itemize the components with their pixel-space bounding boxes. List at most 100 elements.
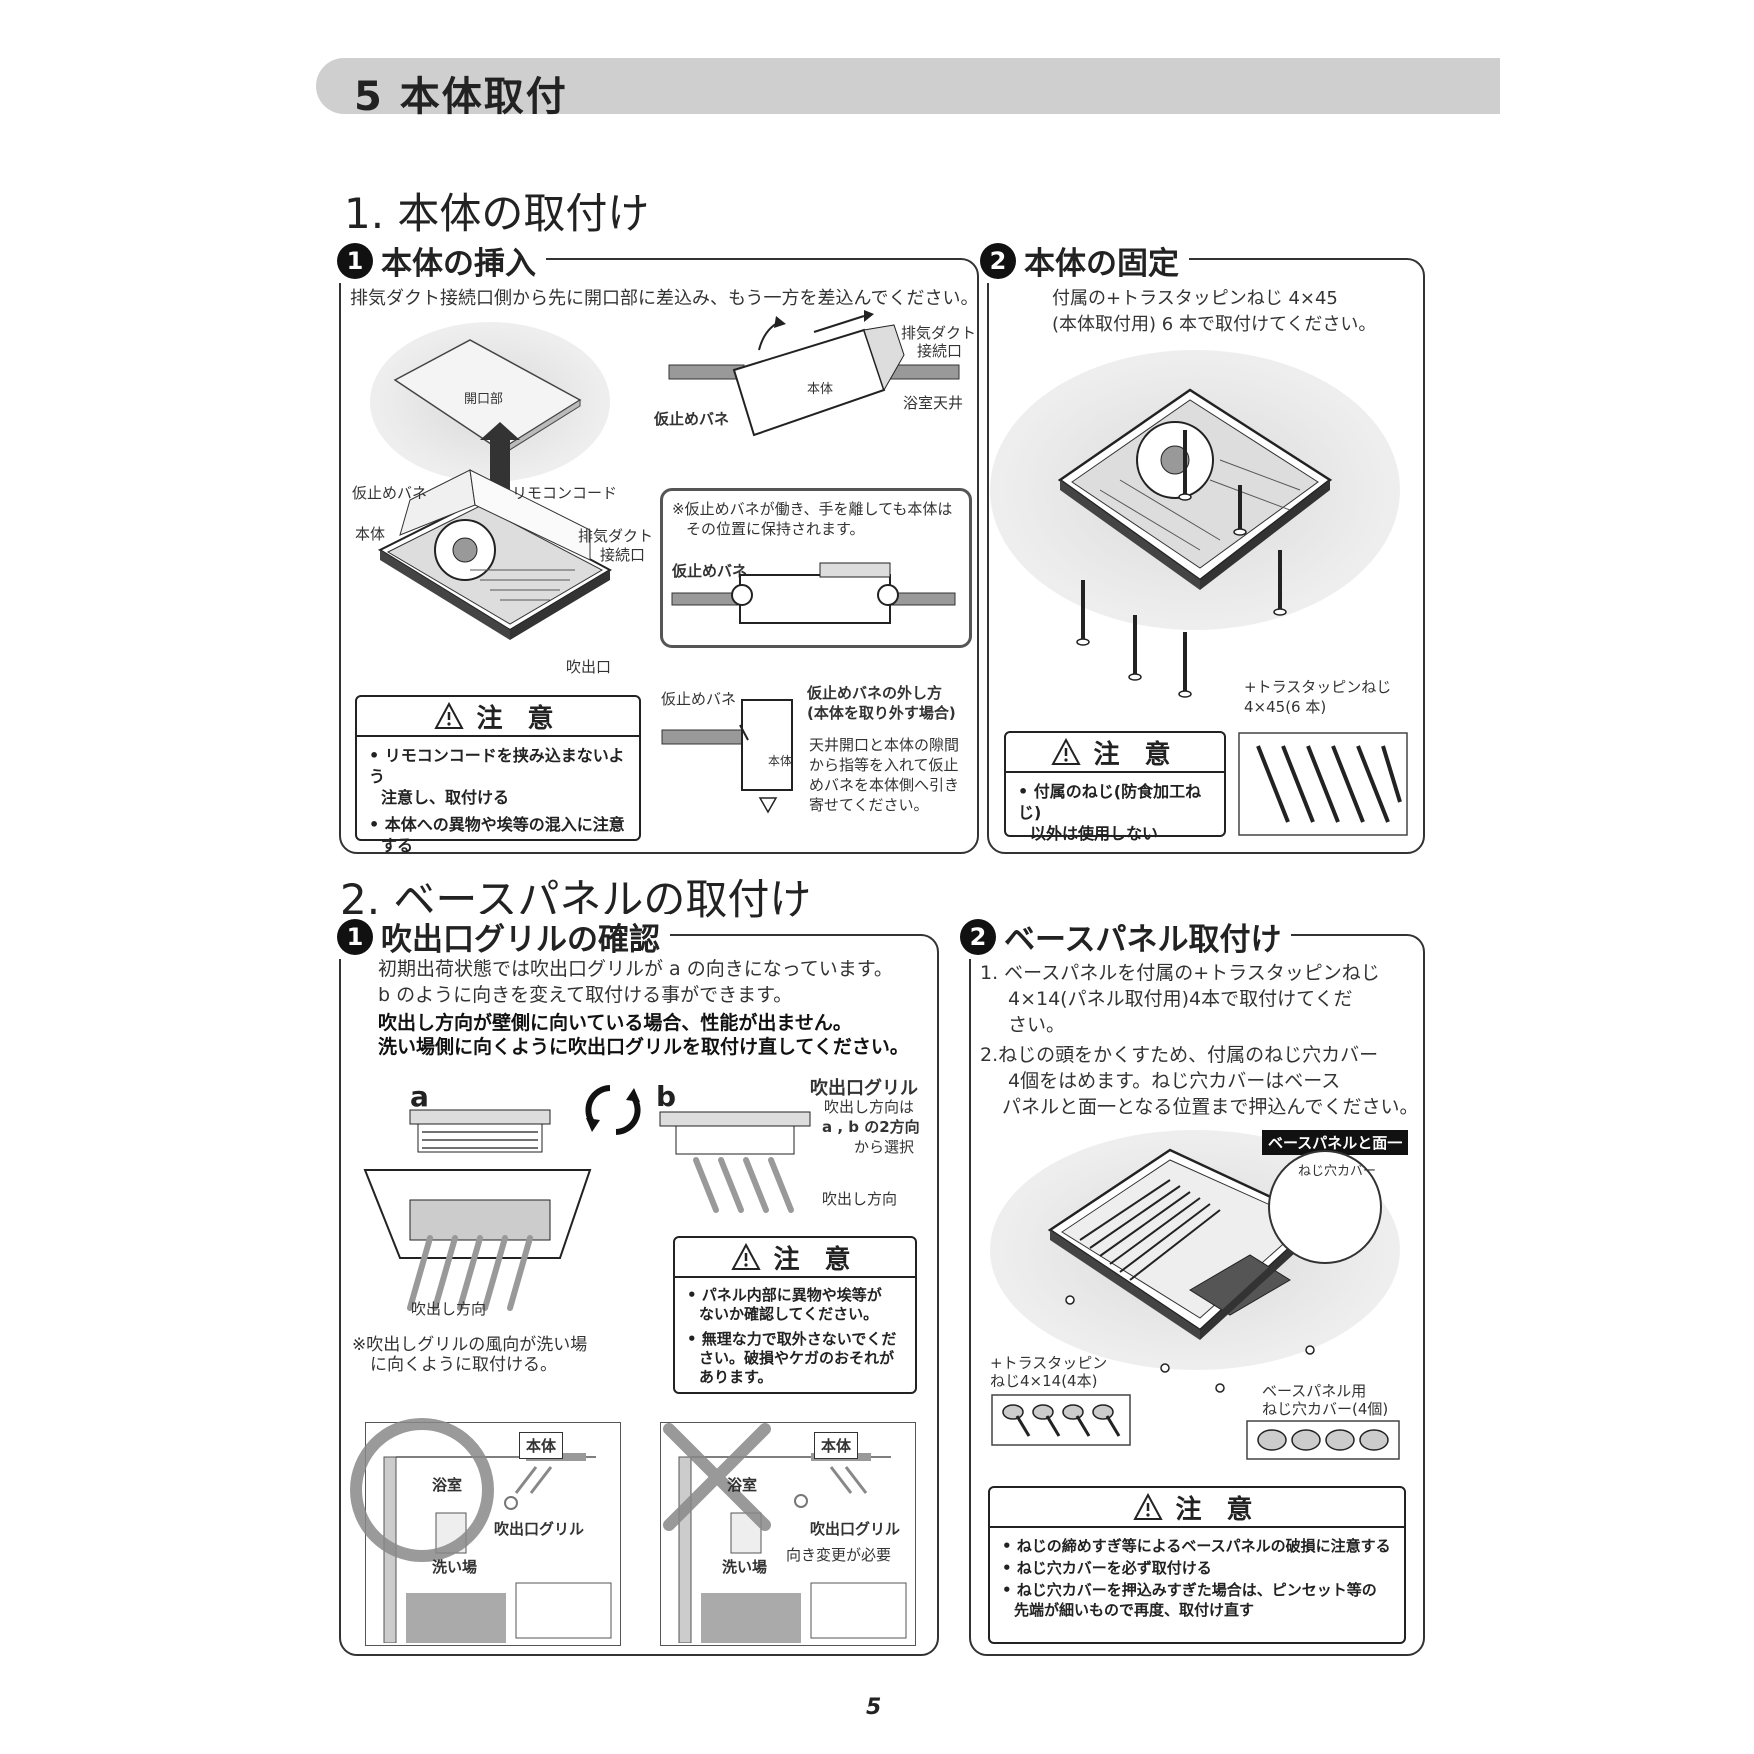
warning-icon (1051, 738, 1082, 765)
warning-icon (731, 1243, 762, 1270)
removal-text-4: 寄せてください。 (809, 796, 929, 814)
flush-label: ベースパネルと面一 (1262, 1130, 1409, 1155)
caution-item: • ねじ穴カバーを必ず取付ける (1002, 1559, 1212, 1577)
inset-note-1: ※仮止めバネが働き、手を離しても本体は (672, 500, 953, 518)
grille-desc-3: から選択 (854, 1138, 915, 1156)
caution-heading: 注 意 (675, 1238, 915, 1278)
caution-item: • ねじの締めすぎ等によるベースパネルの破損に注意する (1002, 1537, 1391, 1555)
removal-title-1: 仮止めバネの外し方 (807, 684, 943, 702)
base-panel-figure (1047, 1148, 1323, 1393)
step1-instruction: 排気ダクト接続口側から先に開口部に差込み、もう一方を差込んでください。 (350, 288, 979, 309)
label-exhaust-right-2: 接続口 (917, 342, 963, 360)
step-title: 本体の挿入 (381, 246, 536, 282)
removal-text-2: から指等を入れて仮止 (809, 756, 959, 774)
warning-icon (434, 702, 465, 729)
grille-text-3: 吹出し方向が壁側に向いている場合、性能が出ません。 (378, 1012, 852, 1034)
inset-temp-spring: 仮止めバネ (672, 562, 748, 580)
caution-item: • リモコンコードを挟み込まないよう注意し、取付ける (369, 746, 625, 807)
bad-change-label: 向き変更が必要 (786, 1546, 892, 1564)
removal-title-2: (本体を取り外す場合) (807, 704, 956, 722)
step-title: 本体の固定 (1024, 246, 1179, 282)
page-title: 5 本体取付 (354, 74, 568, 120)
caution-heading: 注 意 (990, 1488, 1404, 1528)
label-temp-spring-right: 仮止めバネ (654, 410, 730, 428)
hole-cover-zoom (1268, 1150, 1382, 1264)
caution-box-base-panel: 注 意 • ねじの締めすぎ等によるベースパネルの破損に注意する • ねじ穴カバー… (988, 1486, 1406, 1644)
step2-instruction-2: (本体取付用) 6 本で取付けてください。 (1052, 314, 1377, 335)
body-fixing-figure (1057, 388, 1333, 698)
good-mark-icon (350, 1418, 494, 1562)
screw-label-1: +トラスタッピンねじ (1244, 678, 1392, 696)
label-exhaust-left-1: 排気ダクト (578, 527, 654, 545)
caution-item: • 無理な力で取外さないでください。破損やケガのおそれがあります。 (687, 1330, 897, 1386)
good-bath-label: 浴室 (432, 1476, 463, 1494)
grille-text-4: 洗い場側に向くように吹出口グリルを取付け直してください。 (378, 1036, 909, 1058)
body-insertion-figure (377, 339, 613, 640)
hole-cover-label: ねじ穴カバー (1298, 1164, 1377, 1179)
spring-removal-figure (661, 699, 793, 814)
screws-illustration (1238, 732, 1408, 836)
label-body-small: 本体 (768, 754, 793, 768)
grille-step-heading: 1 吹出口グリルの確認 (337, 914, 670, 959)
warning-icon (1133, 1493, 1164, 1520)
label-exhaust-left-2: 接続口 (600, 546, 646, 564)
insertion-side-figure (668, 310, 960, 437)
label-body-right: 本体 (807, 382, 834, 397)
label-b: b (656, 1080, 677, 1113)
inset-note-2: その位置に保持されます。 (686, 520, 865, 538)
base-item2-2: 4個をはめます。ねじ穴カバーはベース (1008, 1070, 1341, 1092)
grille-note-1: ※吹出しグリルの風向が洗い場 (352, 1335, 588, 1355)
caution-item: • 付属のねじ(防食加工ねじ)以外は使用しない (1018, 782, 1202, 843)
grille-note-2: に向くように取付ける。 (370, 1355, 557, 1375)
spring-inset-figure (671, 562, 956, 624)
cover-label-2: ねじ穴カバー(4個) (1262, 1400, 1389, 1418)
caution-heading: 注 意 (1006, 733, 1224, 773)
step1-heading: 1 本体の挿入 (337, 238, 546, 283)
panel-screws-illustration (991, 1394, 1131, 1446)
screw-label-2: 4×45(6 本) (1244, 698, 1327, 716)
grille-text-2: b のように向きを変えて取付ける事ができます。 (378, 984, 793, 1006)
base-item1-3: さい。 (1008, 1014, 1066, 1036)
label-a: a (410, 1080, 429, 1113)
base-item1-2: 4×14(パネル取付用)4本で取付けてくだ (1008, 988, 1353, 1010)
grille-desc-2: a , b の2方向 (822, 1118, 920, 1136)
header-bar (316, 58, 1500, 114)
grille-title: 吹出口グリル (810, 1078, 918, 1099)
label-temp-spring-remove: 仮止めバネ (661, 690, 737, 708)
caution-item: • 本体への異物や埃等の混入に注意する (369, 815, 625, 855)
base-item2-1: 2.ねじの頭をかくすため、付属のねじ穴カバー (980, 1044, 1379, 1066)
caution-item: • パネル内部に異物や埃等がないか確認してください。 (687, 1286, 882, 1323)
good-grille-label: 吹出口グリル (494, 1520, 585, 1538)
base-item2-3: パネルと面一となる位置まで押込んでください。 (1002, 1096, 1419, 1118)
bad-grille-label: 吹出口グリル (810, 1520, 901, 1538)
label-temp-spring-left: 仮止めバネ (352, 484, 428, 502)
label-exhaust-right-1: 排気ダクト (901, 324, 977, 342)
section1-title: 1. 本体の取付け (344, 189, 650, 238)
hole-covers-illustration (1246, 1420, 1400, 1460)
label-body-left: 本体 (355, 525, 386, 543)
cover-label-1: ベースパネル用 (1262, 1382, 1367, 1400)
grille-desc-1: 吹出し方向は (824, 1098, 915, 1116)
base-item1-1: 1. ベースパネルを付属の+トラスタッピンねじ (980, 962, 1380, 984)
step-title: 吹出口グリルの確認 (381, 922, 660, 958)
removal-text-1: 天井開口と本体の隙間 (809, 736, 960, 754)
caution-box-insert: 注 意 • リモコンコードを挟み込まないよう注意し、取付ける • 本体への異物や… (355, 695, 641, 855)
step-number-badge: 2 (960, 918, 996, 955)
step-number-badge: 1 (337, 242, 373, 279)
label-bath-ceiling: 浴室天井 (903, 394, 964, 412)
step2-instruction-1: 付属の+トラスタッピンねじ 4×45 (1052, 288, 1338, 309)
removal-text-3: めバネを本体側へ引き (809, 776, 960, 794)
grille-text-1: 初期出荷状態では吹出口グリルが a の向きになっています。 (378, 958, 893, 980)
step2-heading: 2 本体の固定 (980, 238, 1189, 283)
base-screw-label-1: +トラスタッピン (990, 1354, 1108, 1372)
base-screw-label-2: ねじ4×14(4本) (990, 1372, 1098, 1390)
caution-box-grille: 注 意 • パネル内部に異物や埃等がないか確認してください。 • 無理な力で取外… (673, 1236, 917, 1394)
caution-heading: 注 意 (357, 697, 639, 737)
blow-direction-right: 吹出し方向 (822, 1190, 898, 1208)
blow-direction-left: 吹出し方向 (411, 1300, 487, 1318)
grille-a-figure (363, 1109, 592, 1311)
bad-bath-label: 浴室 (727, 1476, 758, 1494)
good-wash-label: 洗い場 (432, 1558, 478, 1576)
caution-box-fixing: 注 意 • 付属のねじ(防食加工ねじ)以外は使用しない (1004, 731, 1226, 843)
page-number: 5 (866, 1695, 882, 1720)
